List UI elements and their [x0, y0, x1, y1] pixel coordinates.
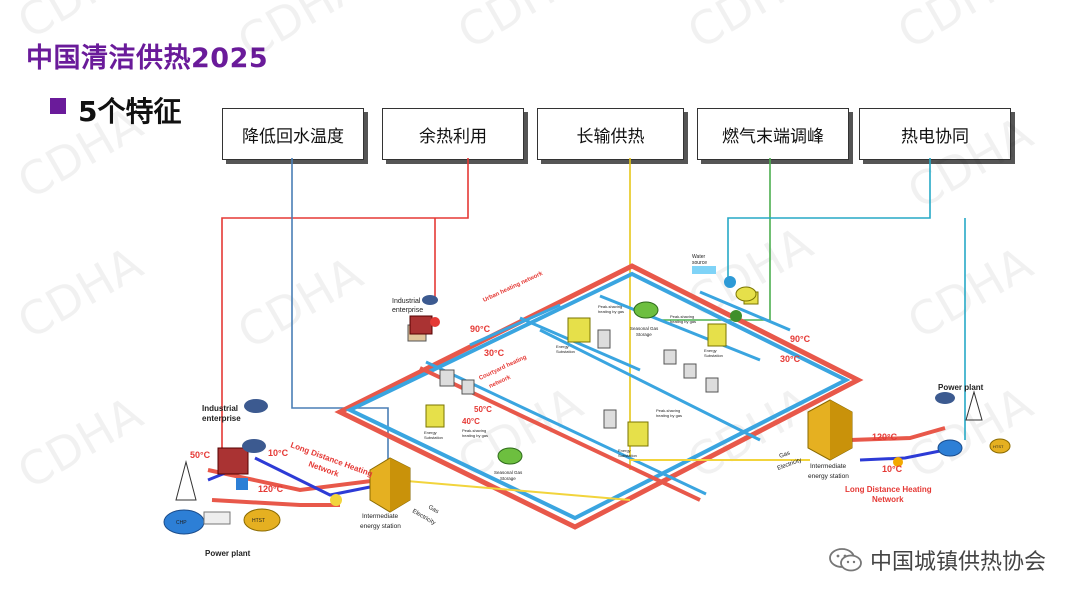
svg-text:CDHA: CDHA — [9, 386, 152, 500]
label-temp-40: 40°C — [462, 417, 480, 426]
label-power-plant-left: Power plant — [205, 549, 251, 558]
label-substation-8: Substation — [704, 353, 723, 358]
label-gas-storage-top-2: Storage — [636, 332, 652, 337]
label-industrial-left-2: enterprise — [202, 414, 241, 423]
label-long-distance-right-1: Long Distance Heating — [845, 485, 932, 494]
right-long-distance-network — [630, 426, 946, 462]
pump-right — [893, 457, 903, 467]
connector-waste-heat — [221, 158, 469, 448]
valve-left — [330, 494, 342, 506]
label-gas-right: Gas — [779, 450, 791, 459]
label-substation-5: Energy — [618, 448, 631, 453]
svg-text:CDHA: CDHA — [9, 0, 152, 50]
label-power-plant-right: Power plant — [938, 383, 984, 392]
footer-brand-text: 中国城镇供热协会 — [869, 550, 1046, 575]
label-peak-1: Peak-shaving — [598, 304, 622, 309]
label-substation-7: Energy — [704, 348, 717, 353]
label-chp-left: CHP — [176, 520, 187, 526]
label-water-1: Water — [692, 254, 705, 260]
label-long-distance-right-2: Network — [872, 495, 904, 504]
label-substation-6: Substation — [618, 453, 637, 458]
label-temp-90-right: 90°C — [790, 334, 811, 344]
footer-brand: 中国城镇供热协会 — [828, 544, 1046, 576]
svg-text:CDHA: CDHA — [899, 236, 1042, 350]
svg-text:CDHA: CDHA — [229, 0, 372, 70]
svg-text:CDHA: CDHA — [229, 246, 372, 360]
label-temp-50-court: 50°C — [474, 405, 492, 414]
seasonal-gas-storage — [497, 301, 742, 465]
label-peak-3: Peak-shaving — [670, 314, 694, 319]
label-temp-120-right: 120°C — [872, 432, 898, 442]
feature-box-4: 燃气末端调峰 — [697, 108, 849, 160]
label-peak-8: heating by gas — [656, 413, 682, 418]
svg-text:CDHA: CDHA — [679, 376, 822, 490]
label-peak-4: heating by gas — [670, 319, 696, 324]
label-industrial-top-1: Industrial — [392, 298, 421, 305]
feature-box-1: 降低回水温度 — [222, 108, 364, 160]
label-peak-6: heating by gas — [462, 433, 488, 438]
label-substation-3: Energy — [424, 430, 437, 435]
power-plant-right — [935, 390, 1011, 457]
svg-text:CDHA: CDHA — [889, 0, 1032, 60]
svg-text:CDHA: CDHA — [9, 96, 152, 210]
svg-text:CDHA: CDHA — [899, 376, 1042, 490]
svg-text:CDHA: CDHA — [899, 106, 1042, 220]
label-substation-2: Substation — [556, 349, 575, 354]
label-courtyard-2: network — [488, 374, 512, 389]
water-source — [692, 266, 757, 302]
label-temp-120-left: 120°C — [258, 484, 284, 494]
label-substation-1: Energy — [556, 344, 569, 349]
label-intermediate-left-1: Intermediate — [362, 513, 399, 520]
label-gas-storage-bottom-1: Seasonal Gas — [494, 470, 523, 475]
label-urban-network: Urban heating network — [482, 271, 544, 304]
bullet-square — [50, 98, 66, 114]
label-peak-7: Peak-shaving — [656, 408, 680, 413]
page-title: 中国清洁供热2025 — [26, 43, 269, 74]
label-intermediate-left-2: energy station — [360, 523, 401, 530]
industrial-top — [409, 295, 440, 335]
label-temp-30-left: 30°C — [484, 348, 505, 358]
label-temp-30-right: 30°C — [780, 354, 801, 364]
feature-box-2: 余热利用 — [382, 108, 524, 160]
left-long-distance-network — [207, 456, 631, 507]
wechat-icon — [829, 548, 862, 572]
label-temp-10-left: 10°C — [268, 448, 289, 458]
label-gas-left: Gas — [427, 505, 440, 516]
svg-text:CDHA: CDHA — [679, 0, 822, 60]
label-peak-5: Peak-shaving — [462, 428, 486, 433]
label-htst-right: HTST — [993, 444, 1004, 449]
svg-text:CDHA: CDHA — [449, 0, 592, 60]
feature-box-3: 长输供热 — [537, 108, 684, 160]
connector-chp — [727, 158, 931, 282]
intermediate-station-left — [369, 457, 411, 513]
label-industrial-left-1: Industrial — [202, 404, 238, 413]
label-water-2: source — [692, 260, 707, 266]
label-temp-90-left: 90°C — [470, 324, 491, 334]
subtitle-text: 5个特征 — [78, 95, 182, 128]
industrial-left — [217, 399, 268, 490]
label-gas-storage-bottom-2: Storage — [500, 476, 516, 481]
label-intermediate-right-2: energy station — [808, 473, 849, 480]
page-subtitle: 5个特征 — [50, 90, 181, 130]
label-peak-2: heating by gas — [598, 309, 624, 314]
feature-box-5: 热电协同 — [859, 108, 1011, 160]
label-substation-4: Substation — [424, 435, 443, 440]
svg-text:CDHA: CDHA — [9, 236, 152, 350]
power-plant-left — [163, 460, 281, 535]
label-htst-left: HTST — [252, 518, 265, 524]
label-gas-storage-top-1: Seasonal Gas — [630, 326, 659, 331]
label-temp-10-right: 10°C — [882, 464, 903, 474]
watermark-layer: CDHA CDHA CDHA CDHA CDHA CDHA CDHA CDHA … — [9, 0, 1042, 500]
label-intermediate-right-1: Intermediate — [810, 463, 847, 470]
label-industrial-top-2: enterprise — [392, 307, 423, 314]
label-temp-50-left: 50°C — [190, 450, 211, 460]
intermediate-station-right — [807, 399, 853, 461]
